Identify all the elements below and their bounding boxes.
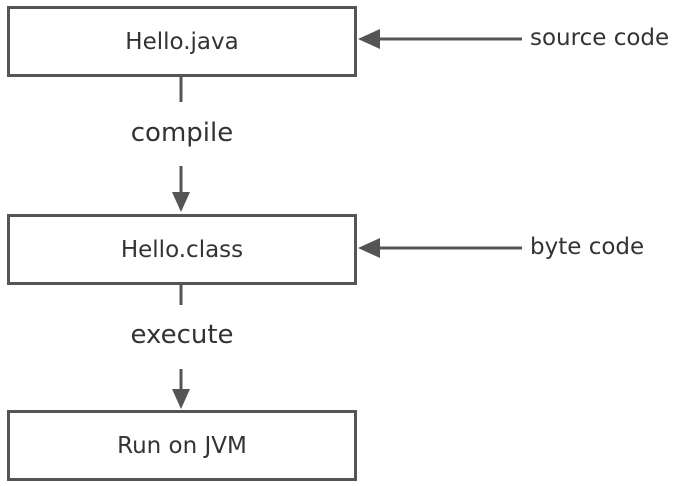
runtime-label: Run on JVM bbox=[117, 432, 247, 459]
class-file-box: Hello.class bbox=[7, 214, 357, 285]
arrowhead-to-java bbox=[358, 29, 380, 49]
arrowhead-to-class bbox=[172, 192, 190, 212]
class-file-label: Hello.class bbox=[120, 236, 244, 263]
execute-step-label: execute bbox=[82, 320, 282, 350]
arrowhead-to-jvm bbox=[172, 389, 190, 409]
byte-code-annotation: byte code bbox=[530, 234, 645, 260]
runtime-box: Run on JVM bbox=[7, 410, 357, 481]
source-file-box: Hello.java bbox=[7, 6, 357, 77]
arrowhead-to-class-side bbox=[358, 238, 380, 258]
source-code-annotation: source code bbox=[530, 25, 670, 51]
compile-step-label: compile bbox=[82, 118, 282, 148]
source-file-label: Hello.java bbox=[125, 28, 239, 55]
